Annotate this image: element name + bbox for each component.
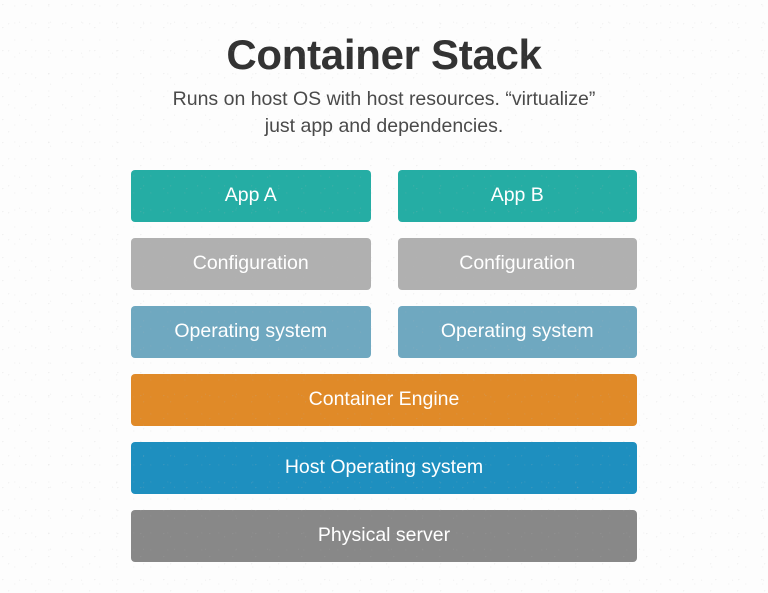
layer-box-operating-system-right: Operating system [397, 306, 637, 358]
layer-box-container-engine: Container Engine [131, 374, 637, 426]
layer-box-physical-server: Physical server [131, 510, 637, 562]
layer-label: App A [224, 184, 277, 207]
app-row: App A App B [131, 170, 637, 222]
layer-label: Operating system [440, 320, 594, 343]
layer-label: Operating system [174, 320, 328, 343]
diagram-subtitle: Runs on host OS with host resources. “vi… [124, 86, 644, 140]
container-engine-row: Container Engine [131, 374, 637, 426]
layer-box-app-a: App A [131, 170, 371, 222]
layer-label: Configuration [192, 252, 309, 275]
host-os-row: Host Operating system [131, 442, 637, 494]
layer-box-configuration-left: Configuration [131, 238, 371, 290]
page-title: Container Stack [226, 31, 542, 78]
layer-label: Configuration [459, 252, 576, 275]
layer-label: Container Engine [308, 388, 460, 411]
layer-label: Physical server [317, 524, 451, 547]
guest-os-row: Operating system Operating system [131, 306, 637, 358]
layer-box-app-b: App B [397, 170, 637, 222]
subtitle-line-1: Runs on host OS with host resources. “vi… [172, 88, 596, 110]
physical-server-row: Physical server [131, 510, 637, 562]
layer-box-host-operating-system: Host Operating system [131, 442, 637, 494]
configuration-row: Configuration Configuration [131, 238, 637, 290]
layer-label: Host Operating system [284, 456, 484, 479]
layer-label: App B [490, 184, 544, 207]
layer-box-operating-system-left: Operating system [131, 306, 371, 358]
layer-box-configuration-right: Configuration [397, 238, 637, 290]
subtitle-line-2: just app and dependencies. [264, 115, 504, 137]
diagram-header: Container Stack Runs on host OS with hos… [0, 0, 768, 140]
